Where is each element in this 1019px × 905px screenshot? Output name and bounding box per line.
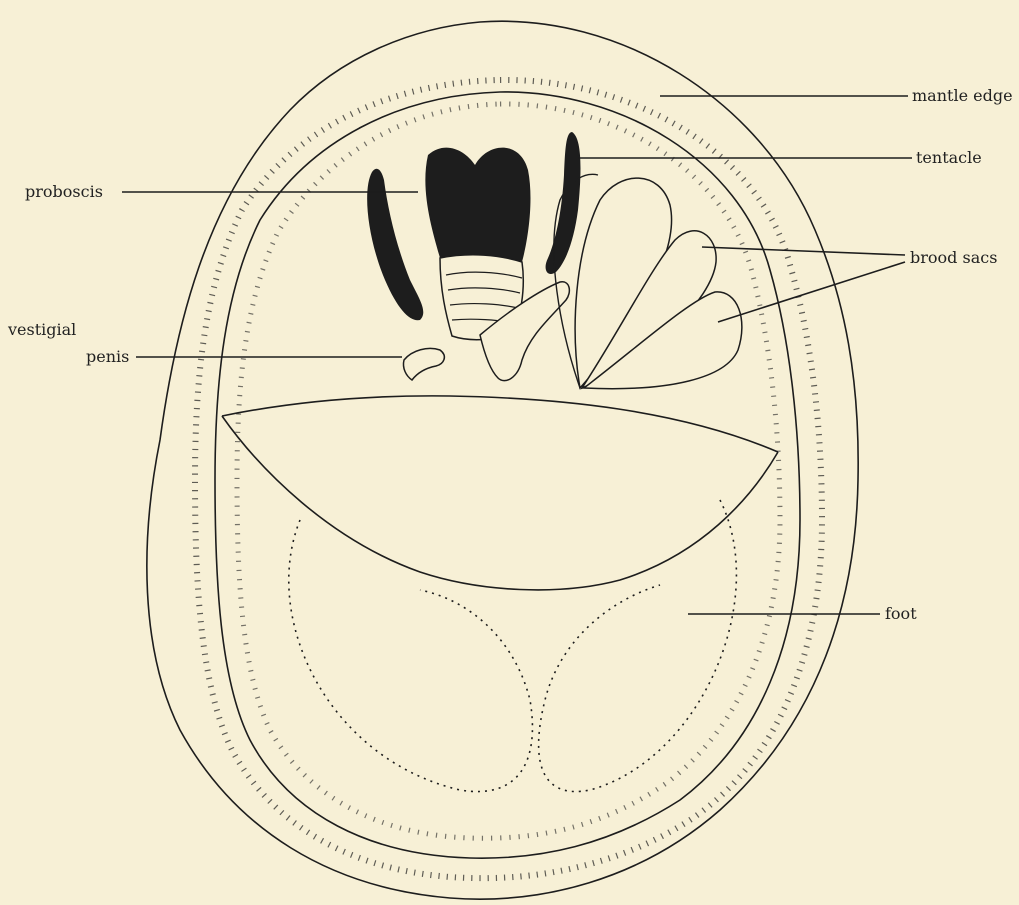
leader-brood-sac-a (702, 247, 905, 255)
penis-organ (403, 348, 444, 380)
head-foot-divider (222, 396, 778, 452)
label-proboscis: proboscis (25, 184, 103, 200)
label-foot: foot (885, 606, 917, 622)
label-vestigial: vestigial (8, 322, 76, 338)
proboscis (425, 148, 530, 262)
head-organs (367, 132, 742, 389)
foot-sole (222, 416, 778, 590)
label-mantle-edge: mantle edge (912, 88, 1013, 104)
label-brood-sacs: brood sacs (910, 250, 997, 266)
leader-brood-sac-b (718, 262, 905, 322)
right-tentacle (546, 132, 581, 274)
label-tentacle: tentacle (916, 150, 982, 166)
foot-lobe-left (289, 520, 533, 792)
label-penis: penis (86, 349, 129, 365)
